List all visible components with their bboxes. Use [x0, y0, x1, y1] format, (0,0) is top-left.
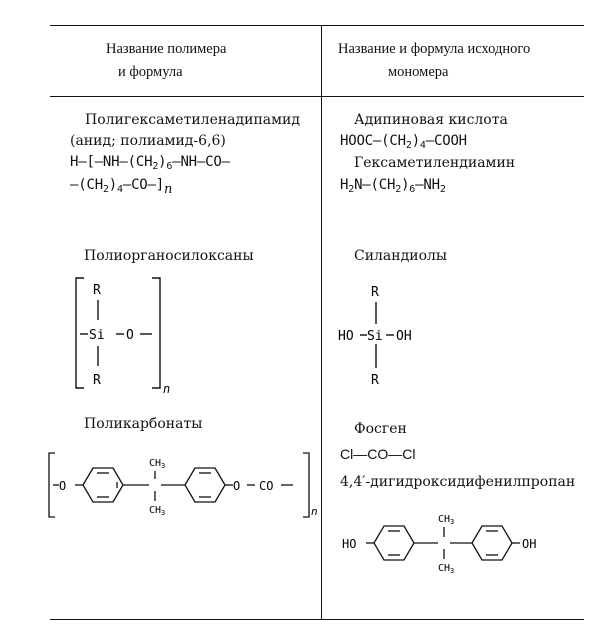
- silanediol-name: Силандиолы: [354, 248, 448, 264]
- formula-sub2: 2: [439, 184, 446, 195]
- formula-ch2: CH: [135, 154, 153, 170]
- formula-h: H: [70, 154, 79, 170]
- polyamide-alt-name: (анид; полиамид-6,6): [70, 133, 226, 149]
- ch3-bottom: CH3: [438, 563, 454, 575]
- column-divider: [321, 25, 322, 620]
- formula-sub4: 4: [419, 140, 426, 151]
- polyamide-formula-line1: H—[—NH—(CH2)6—NH—CO—: [70, 154, 230, 172]
- ch3-bottom: CH3: [149, 505, 165, 517]
- polysiloxane-structure: R Si O R n: [75, 277, 170, 396]
- formula-ch2: CH: [389, 133, 406, 149]
- bisphenol-name: 4,4′-дигидроксидифенилпропан: [340, 474, 576, 490]
- formula-h: H: [340, 177, 349, 193]
- adipic-acid-name: Адипиновая кислота: [354, 112, 508, 128]
- polycarbonate-name: Поликарбонаты: [84, 416, 203, 432]
- co-group: CO: [259, 479, 273, 493]
- polycarbonate-structure: O CH3 CH3 O CO n: [48, 452, 318, 518]
- formula-sub4: 4: [117, 184, 123, 195]
- bisphenol-structure: HO CH3 CH3 OH: [342, 514, 536, 575]
- formula-sub2: 2: [405, 140, 412, 151]
- si-atom: Si: [89, 328, 105, 343]
- polyamide-name: Полигексаметиленадипамид: [85, 112, 300, 128]
- header-right-line1: Название и формула исходного: [338, 41, 531, 57]
- ho-group: HO: [342, 537, 356, 551]
- header-left-line2: и формула: [118, 64, 183, 80]
- formula-nh2: NH: [423, 177, 440, 193]
- o-atom: O: [233, 479, 240, 493]
- table-bottom-border: [50, 619, 584, 620]
- formula-n: n: [164, 182, 173, 197]
- ho-group: HO: [338, 329, 354, 344]
- r-top: R: [371, 285, 379, 300]
- formula-sub6: 6: [166, 161, 173, 172]
- formula-sub6: 6: [409, 184, 416, 195]
- r-top: R: [93, 283, 101, 298]
- ch3-top: CH3: [149, 458, 165, 470]
- o-atom: O: [59, 479, 66, 493]
- subscript-n: n: [311, 505, 318, 518]
- formula-co: CO: [131, 177, 148, 193]
- formula-sub2: 2: [102, 184, 109, 195]
- hexamethylenediamine-name: Гексаметилендиамин: [354, 155, 516, 171]
- formula-nh: NH: [102, 154, 120, 170]
- formula-ch2: CH: [86, 177, 103, 193]
- ch3-top: CH3: [438, 514, 454, 526]
- formula-sub2: 2: [348, 184, 355, 195]
- si-atom: Si: [367, 329, 383, 344]
- adipic-acid-formula: HOOC—(CH2)4—COOH: [340, 133, 467, 151]
- header-left-line1: Название полимера: [106, 41, 227, 57]
- r-bottom: R: [371, 373, 379, 388]
- silanediol-structure: R HO Si OH R: [338, 285, 412, 388]
- formula-n-atom: N: [354, 177, 363, 193]
- formula-cooh: COOH: [433, 133, 467, 149]
- polyamide-formula-line2: —(CH2)4—CO—]n: [70, 177, 173, 197]
- formula-co: CO: [205, 154, 222, 170]
- formula-sub2: 2: [152, 161, 159, 172]
- phosgene-name: Фосген: [354, 421, 407, 437]
- oh-group: OH: [396, 329, 412, 344]
- r-bottom: R: [93, 373, 101, 388]
- phosgene-formula: Cl—CO—Cl: [340, 446, 416, 462]
- polysiloxane-name: Полиорганосилоксаны: [84, 248, 254, 264]
- formula-ch2: CH: [378, 177, 396, 193]
- header-right-line2: мономера: [388, 64, 449, 80]
- table-top-border: [50, 25, 584, 26]
- formula-nh: NH: [180, 154, 197, 170]
- oh-group: OH: [522, 537, 536, 551]
- subscript-n: n: [163, 382, 170, 396]
- o-atom: O: [126, 328, 134, 343]
- formula-sub2: 2: [395, 184, 402, 195]
- hexamethylenediamine-formula: H2N—(CH2)6—NH2: [340, 177, 446, 195]
- header-divider: [50, 96, 584, 97]
- formula-hooc: HOOC: [340, 133, 373, 149]
